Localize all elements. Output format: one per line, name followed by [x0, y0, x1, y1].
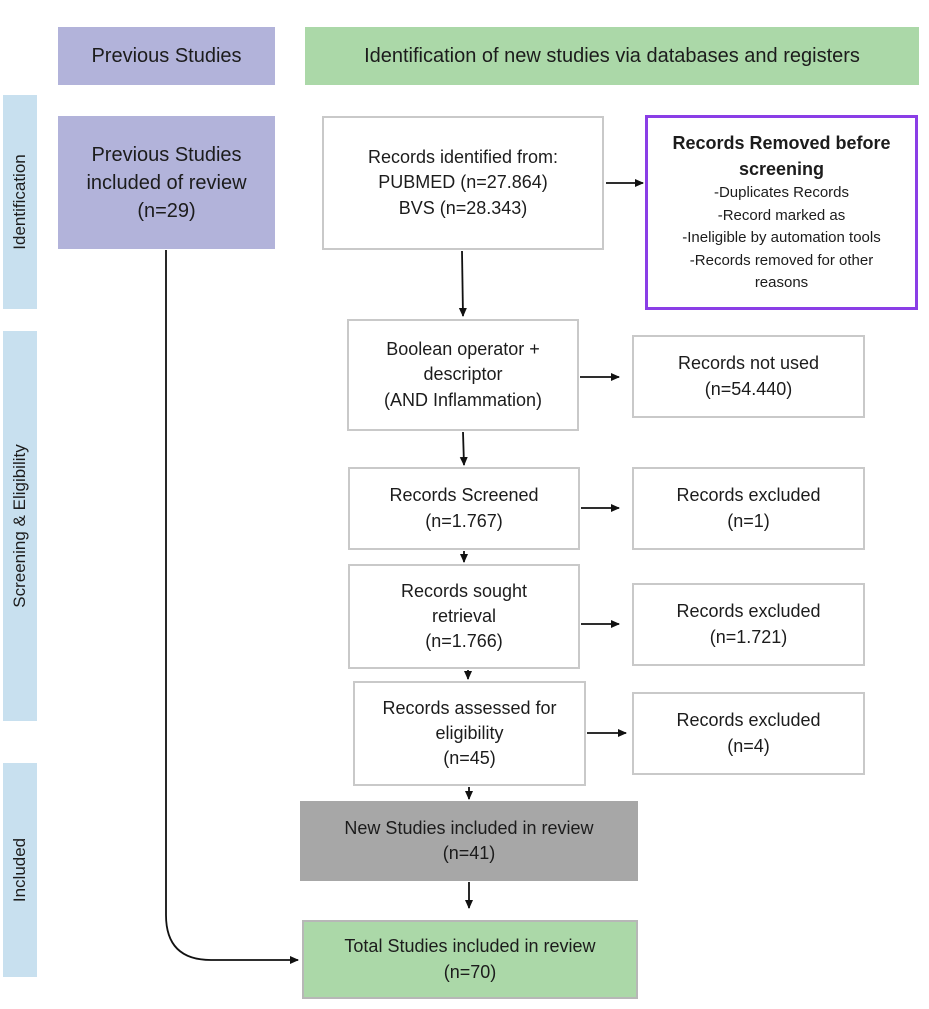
records-not-used-label: Records not used: [677, 353, 820, 374]
previous-studies-count: (n=29): [137, 199, 196, 222]
records-identified-pubmed: PUBMED (n=27.864): [378, 172, 548, 193]
records-removed-title2: screening: [738, 159, 825, 180]
records-assessed-line1: Records assessed for: [382, 697, 557, 718]
records-excluded-count: (n=1): [727, 510, 770, 531]
boolean-operator-line2: descriptor: [423, 364, 503, 385]
records-assessed-count: (n=45): [443, 748, 496, 769]
previous-studies-box: Previous Studies included of review (n=2…: [58, 116, 275, 249]
phase-screening-eligibility: Screening & Eligibility: [3, 331, 37, 721]
records-removed-item: -Duplicates Records: [713, 184, 850, 202]
arrow-identified-to-boolean: [458, 250, 467, 317]
records-excluded-label: Records excluded: [676, 601, 821, 622]
records-identified-box: Records identified from: PUBMED (n=27.86…: [322, 116, 604, 250]
records-removed-box: Records Removed before screening -Duplic…: [645, 115, 918, 310]
records-screened-box: Records Screened (n=1.767): [348, 467, 580, 550]
records-removed-title1: Records Removed before: [672, 133, 891, 154]
boolean-operator-line1: Boolean operator +: [386, 339, 540, 360]
records-assessed-box: Records assessed for eligibility (n=45): [353, 681, 586, 786]
total-studies-included-count: (n=70): [443, 961, 497, 982]
boolean-operator-line3: (AND Inflammation): [383, 389, 543, 410]
new-studies-included-count: (n=41): [442, 843, 496, 863]
records-screened-count: (n=1.767): [425, 510, 503, 531]
identification-new-studies-header: Identification of new studies via databa…: [305, 27, 919, 85]
total-studies-included-box: Total Studies included in review (n=70): [302, 920, 638, 999]
records-sought-count: (n=1.766): [425, 631, 503, 652]
phase-included: Included: [3, 763, 37, 977]
records-excluded-retrieval-box: Records excluded (n=1.721): [632, 583, 865, 666]
previous-studies-header-label: Previous Studies: [91, 45, 242, 67]
phase-identification: Identification: [3, 95, 37, 309]
records-screened-label: Records Screened: [389, 485, 539, 506]
new-studies-included-label: New Studies included in review: [344, 817, 594, 838]
records-removed-item: -Ineligible by automation tools: [682, 229, 881, 247]
records-assessed-line2: eligibility: [435, 722, 504, 743]
identification-new-studies-header-label: Identification of new studies via databa…: [364, 45, 860, 67]
previous-studies-line2: included of review: [86, 171, 247, 194]
records-excluded-eligibility-box: Records excluded (n=4): [632, 692, 865, 775]
arrow-boolean-to-screened: [459, 431, 468, 466]
records-excluded-count: (n=4): [727, 735, 770, 756]
records-removed-item: -Records removed for other: [689, 251, 874, 269]
records-identified-bvs: BVS (n=28.343): [398, 197, 528, 218]
records-identified-line1: Records identified from:: [367, 147, 559, 168]
records-excluded-label: Records excluded: [676, 485, 821, 506]
boolean-operator-box: Boolean operator + descriptor (AND Infla…: [347, 319, 579, 431]
records-not-used-box: Records not used (n=54.440): [632, 335, 865, 418]
records-sought-line2: retrieval: [431, 605, 497, 626]
records-sought-box: Records sought retrieval (n=1.766): [348, 564, 580, 669]
total-studies-included-label: Total Studies included in review: [344, 936, 596, 957]
records-not-used-count: (n=54.440): [704, 378, 793, 399]
records-removed-item: -Record marked as: [717, 206, 846, 224]
previous-studies-line1: Previous Studies: [91, 143, 242, 166]
records-removed-item: reasons: [754, 274, 809, 292]
records-excluded-count: (n=1.721): [709, 626, 788, 647]
records-excluded-screening-box: Records excluded (n=1): [632, 467, 865, 550]
records-sought-line1: Records sought: [400, 580, 528, 601]
new-studies-included-box: New Studies included in review (n=41): [300, 801, 638, 881]
arrow-previous-to-total: [165, 250, 299, 964]
previous-studies-header: Previous Studies: [58, 27, 275, 85]
records-excluded-label: Records excluded: [676, 710, 821, 731]
